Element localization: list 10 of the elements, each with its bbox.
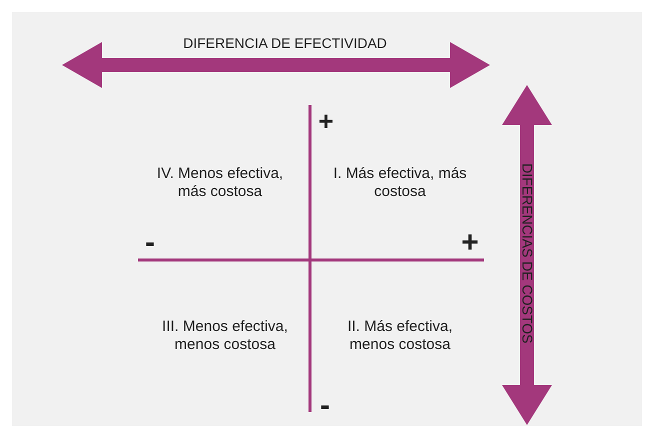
quadrant-label: I. Más efectiva, más costosa (332, 165, 468, 201)
sign-label: + (460, 225, 480, 261)
axis-title: DIFERENCIA DE EFECTIVIDAD (182, 35, 388, 52)
axis-title: DIFERENCIAS DE COSTOS (518, 162, 536, 346)
sign-label: + (317, 106, 335, 138)
quadrant-label: II. Más efectiva, menos costosa (346, 318, 454, 354)
sign-label: - (144, 225, 156, 261)
quadrant-label: III. Menos efectiva, menos costosa (161, 318, 289, 354)
sign-label: - (319, 388, 331, 424)
quadrant-label: IV. Menos efectiva, más costosa (156, 165, 284, 201)
